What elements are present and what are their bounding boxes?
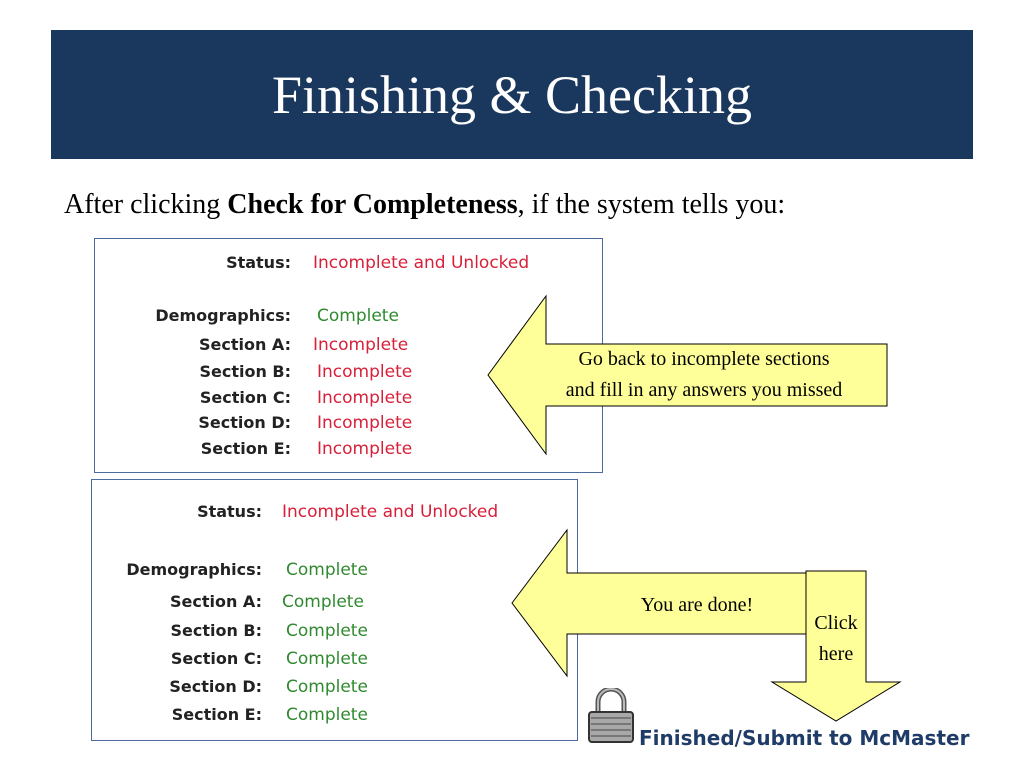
- row-label-section-d: Section D:: [198, 413, 291, 432]
- intro-after: , if the system tells you:: [517, 189, 786, 220]
- down-arrow-click-here: [770, 570, 902, 722]
- row-label-demographics: Demographics:: [155, 306, 291, 325]
- row-value-section-a: Complete: [282, 592, 364, 612]
- row-value-section-d: Incomplete: [317, 413, 413, 433]
- row-value-section-a: Incomplete: [313, 335, 409, 355]
- row-value-section-e: Incomplete: [317, 439, 413, 459]
- intro-before: After clicking: [64, 189, 228, 220]
- row-label-section-e: Section E:: [200, 439, 291, 458]
- status-value: Incomplete and Unlocked: [282, 502, 499, 522]
- row-value-demographics: Complete: [286, 560, 368, 580]
- row-label-section-b: Section B:: [170, 621, 262, 640]
- callout-click-here: Click here: [806, 608, 866, 670]
- callout-go-back-line2: and fill in any answers you missed: [565, 379, 843, 401]
- row-label-section-d: Section D:: [169, 677, 262, 696]
- page-title: Finishing & Checking: [271, 64, 752, 125]
- row-label-section-a: Section A:: [198, 335, 291, 354]
- callout-go-back-line1: Go back to incomplete sections: [578, 348, 830, 370]
- status-label: Status:: [226, 253, 291, 272]
- callout-done: You are done!: [640, 594, 754, 616]
- row-label-section-a: Section A:: [169, 592, 262, 611]
- callout-go-back: Go back to incomplete sections and fill …: [520, 344, 888, 406]
- row-value-section-d: Complete: [286, 677, 368, 697]
- row-label-section-c: Section C:: [199, 388, 291, 407]
- padlock-icon[interactable]: [586, 688, 636, 744]
- row-label-section-e: Section E:: [171, 705, 262, 724]
- finished-submit-button[interactable]: Finished/Submit to McMaster: [639, 726, 970, 750]
- row-value-section-b: Complete: [286, 621, 368, 641]
- row-value-section-e: Complete: [286, 705, 368, 725]
- intro-bold: Check for Completeness: [227, 189, 518, 220]
- status-panel-complete: Status: Incomplete and Unlocked Demograp…: [91, 479, 578, 741]
- callout-click-line2: here: [818, 643, 854, 665]
- title-banner: Finishing & Checking: [51, 30, 973, 159]
- row-value-section-b: Incomplete: [317, 362, 413, 382]
- status-label: Status:: [197, 502, 262, 521]
- left-arrow-go-back: [487, 294, 888, 456]
- status-value: Incomplete and Unlocked: [313, 253, 530, 273]
- row-label-section-c: Section C:: [170, 649, 262, 668]
- row-value-section-c: Complete: [286, 649, 368, 669]
- intro-text: After clicking Check for Completeness, i…: [64, 189, 785, 221]
- row-value-demographics: Complete: [317, 306, 399, 326]
- row-label-section-b: Section B:: [199, 362, 291, 381]
- row-label-demographics: Demographics:: [126, 560, 262, 579]
- row-value-section-c: Incomplete: [317, 388, 413, 408]
- callout-click-line1: Click: [814, 612, 858, 634]
